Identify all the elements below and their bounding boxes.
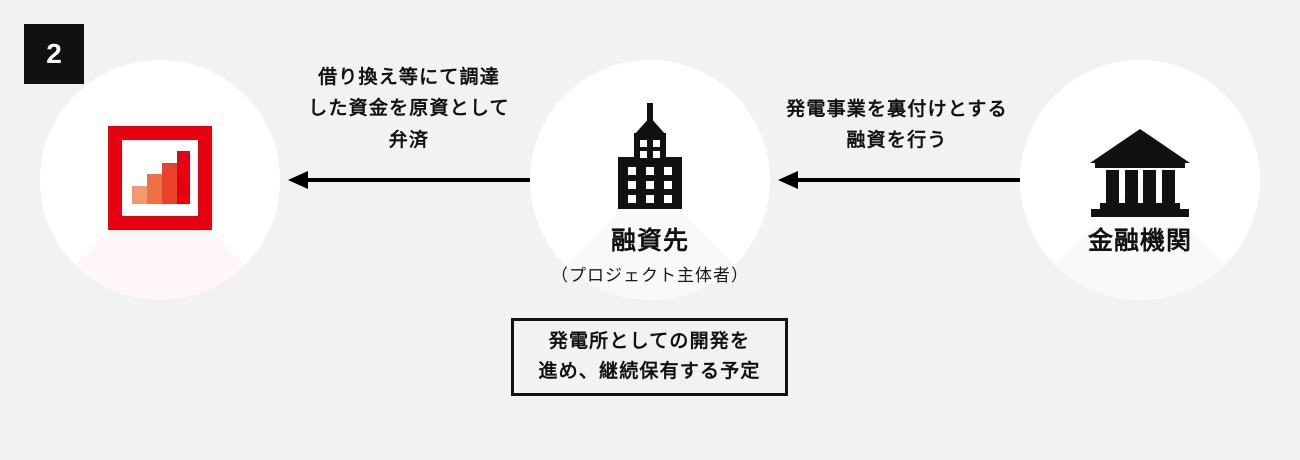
node-middle-subtitle: （プロジェクト主体者） [551, 266, 749, 285]
arrow-left-repayment [288, 168, 530, 192]
arrow-left-label: 借り換え等にて調達 した資金を原資として 弁済 [308, 67, 510, 151]
callout-box: 発電所としての開発を 進め、継続保有する予定 [511, 318, 788, 396]
arrow-head-left-icon [288, 171, 308, 189]
arrow-head-left-icon [778, 171, 798, 189]
node-left [40, 60, 280, 300]
step-number-badge: 2 [24, 24, 84, 84]
callout-text: 発電所としての開発を 進め、継続保有する予定 [538, 330, 761, 382]
node-right-title: 金融機関 [1087, 227, 1192, 255]
office-building-icon [530, 96, 770, 226]
arrow-right-financing [778, 168, 1020, 192]
node-middle-title: 融資先 [610, 227, 689, 255]
bank-institution-icon [1020, 116, 1260, 226]
arrow-shaft [794, 178, 1020, 182]
node-right-circle [1020, 60, 1260, 300]
node-right [1020, 60, 1260, 300]
arrow-shaft [304, 178, 530, 182]
bar-chart-in-frame-icon [40, 118, 280, 238]
arrow-right-label: 発電事業を裏付けとする 融資を行う [786, 99, 1008, 152]
node-middle [530, 60, 770, 300]
